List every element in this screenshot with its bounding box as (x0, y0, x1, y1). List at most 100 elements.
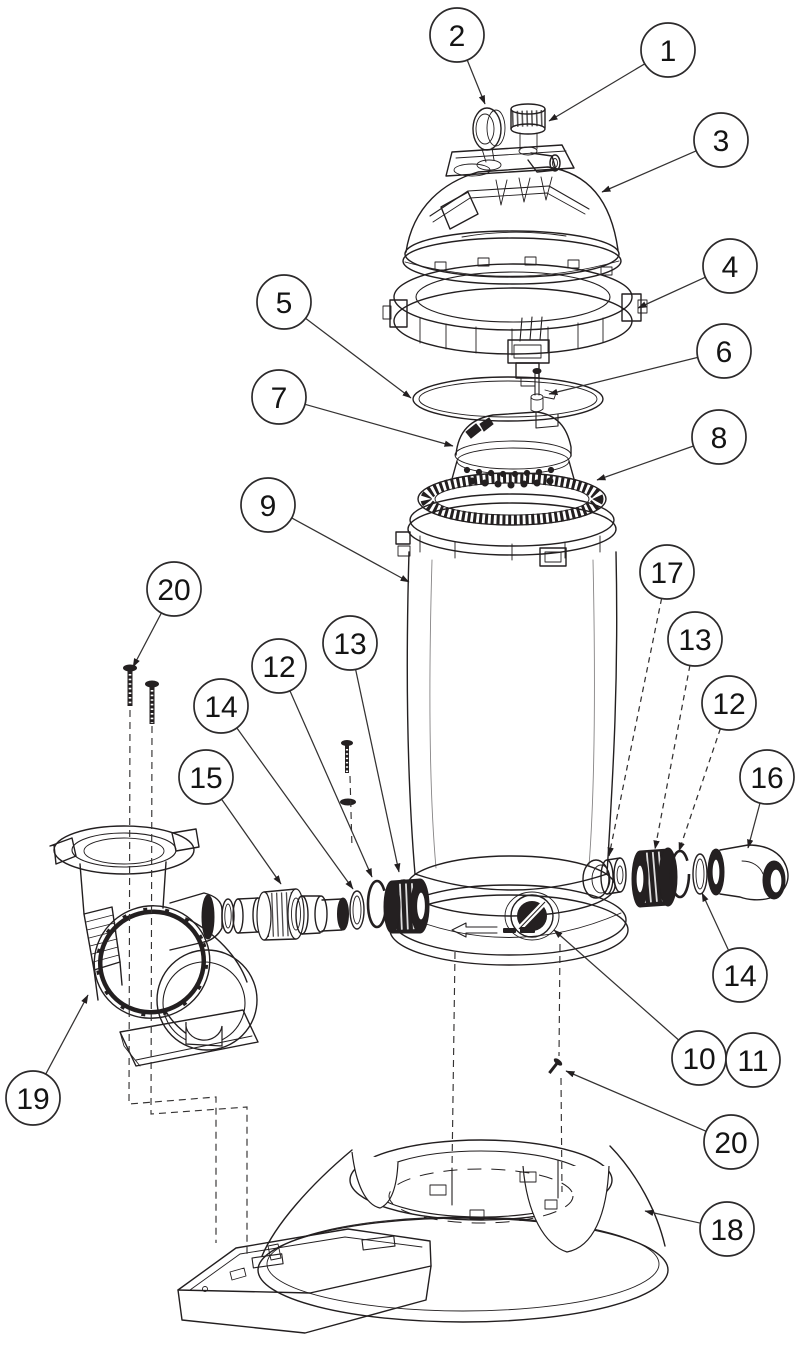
leader-line-20 (565, 1070, 707, 1132)
balloon-number-18: 18 (710, 1214, 743, 1247)
base-art (177, 1139, 669, 1334)
leader-line-14 (236, 727, 354, 890)
air-bleed-pin-art (530, 368, 557, 413)
callout-4: 4 (637, 238, 758, 309)
callout-13: 13 (322, 615, 401, 873)
callout-2: 2 (429, 7, 486, 105)
callout-9: 9 (240, 477, 410, 583)
union-right-art (600, 844, 789, 908)
balloon-circle-12 (251, 638, 307, 694)
balloon-circle-8 (691, 409, 747, 465)
balloon-number-9: 9 (260, 490, 277, 523)
manifold-art (454, 411, 572, 470)
flow-arrow-emboss (451, 922, 535, 938)
leader-line-8 (596, 445, 694, 481)
balloon-number-5: 5 (276, 287, 293, 320)
leader-line-14 (701, 892, 730, 951)
balloon-number-7: 7 (271, 382, 288, 415)
leader-line-13 (354, 669, 401, 873)
balloon-number-6: 6 (716, 336, 733, 369)
callout-11: 11 (725, 1032, 781, 1088)
leader-line-3 (601, 150, 697, 193)
callout-14: 14 (701, 892, 768, 1003)
balloon-number-15: 15 (189, 762, 222, 795)
balloon-number-20: 20 (714, 1127, 747, 1160)
leader-line-16 (747, 802, 761, 849)
balloon-circle-12 (701, 675, 757, 731)
pressure-gauge-art (472, 107, 506, 171)
assembly-guide-lines (128, 709, 563, 1256)
leader-line-5 (305, 317, 412, 399)
balloon-number-19: 19 (16, 1083, 49, 1116)
balloon-circle-16 (739, 749, 795, 805)
balloon-number-13: 13 (333, 628, 366, 661)
callout-10: 10 (553, 929, 727, 1086)
balloon-circle-19 (5, 1070, 61, 1126)
balloon-number-13: 13 (678, 624, 711, 657)
leader-line-6 (548, 356, 698, 396)
balloon-number-17: 17 (650, 557, 683, 590)
balloon-number-2: 2 (449, 20, 466, 53)
balloon-circle-4 (702, 238, 758, 294)
callout-14: 14 (193, 678, 354, 890)
leader-line-2 (466, 59, 486, 105)
callout-3: 3 (601, 112, 749, 193)
leader-line-7 (304, 403, 454, 447)
balloon-circle-1 (640, 22, 696, 78)
callout-17: 17 (607, 544, 695, 857)
callout-20: 20 (132, 561, 202, 668)
drain-valve-art (504, 891, 560, 941)
balloon-number-4: 4 (722, 251, 739, 284)
callout-13: 13 (653, 611, 723, 850)
leader-line-10 (553, 929, 680, 1041)
callout-16: 16 (739, 749, 795, 849)
fasteners-art (123, 664, 563, 1074)
cartridge-top-art (395, 447, 617, 567)
filter-lid-assembly (402, 103, 622, 285)
balloon-circle-20 (703, 1114, 759, 1170)
balloon-circle-2 (429, 7, 485, 63)
leader-line-15 (220, 798, 282, 885)
leader-line-20 (132, 612, 162, 668)
balloon-circle-6 (696, 323, 752, 379)
lid-platform-art (445, 144, 575, 206)
leader-line-19 (45, 994, 89, 1075)
balloon-circle-9 (240, 477, 296, 533)
balloon-circle-14 (193, 678, 249, 734)
balloon-circle-13 (322, 615, 378, 671)
balloon-number-10: 10 (682, 1043, 715, 1076)
balloon-circle-11 (725, 1032, 781, 1088)
balloon-number-20: 20 (157, 574, 190, 607)
leader-line-17 (607, 598, 663, 857)
callout-6: 6 (548, 323, 752, 396)
lid-dome-art (402, 166, 622, 285)
callout-8: 8 (596, 409, 747, 481)
callout-5: 5 (256, 274, 412, 399)
balloon-circle-14 (712, 947, 768, 1003)
balloon-number-14: 14 (723, 960, 756, 993)
balloon-circle-3 (693, 112, 749, 168)
callout-18: 18 (644, 1201, 755, 1257)
union-left-art (169, 878, 430, 951)
callout-12: 12 (251, 638, 373, 878)
balloon-circle-20 (146, 561, 202, 617)
callout-1: 1 (548, 22, 696, 122)
balloon-number-14: 14 (204, 691, 237, 724)
balloon-circle-7 (251, 369, 307, 425)
balloon-number-11: 11 (737, 1045, 768, 1078)
callout-7: 7 (251, 369, 454, 447)
callout-12: 12 (678, 675, 757, 852)
lid-oring-art (412, 376, 604, 422)
leader-line-18 (644, 1209, 701, 1224)
leader-line-1 (548, 63, 646, 122)
balloon-number-3: 3 (713, 125, 730, 158)
balloon-number-16: 16 (750, 762, 783, 795)
leader-line-4 (637, 276, 706, 309)
callout-19: 19 (5, 994, 89, 1126)
leader-line-12 (289, 690, 373, 878)
balloon-number-12: 12 (262, 651, 295, 684)
leader-line-12 (678, 728, 721, 852)
balloon-number-8: 8 (711, 422, 728, 455)
